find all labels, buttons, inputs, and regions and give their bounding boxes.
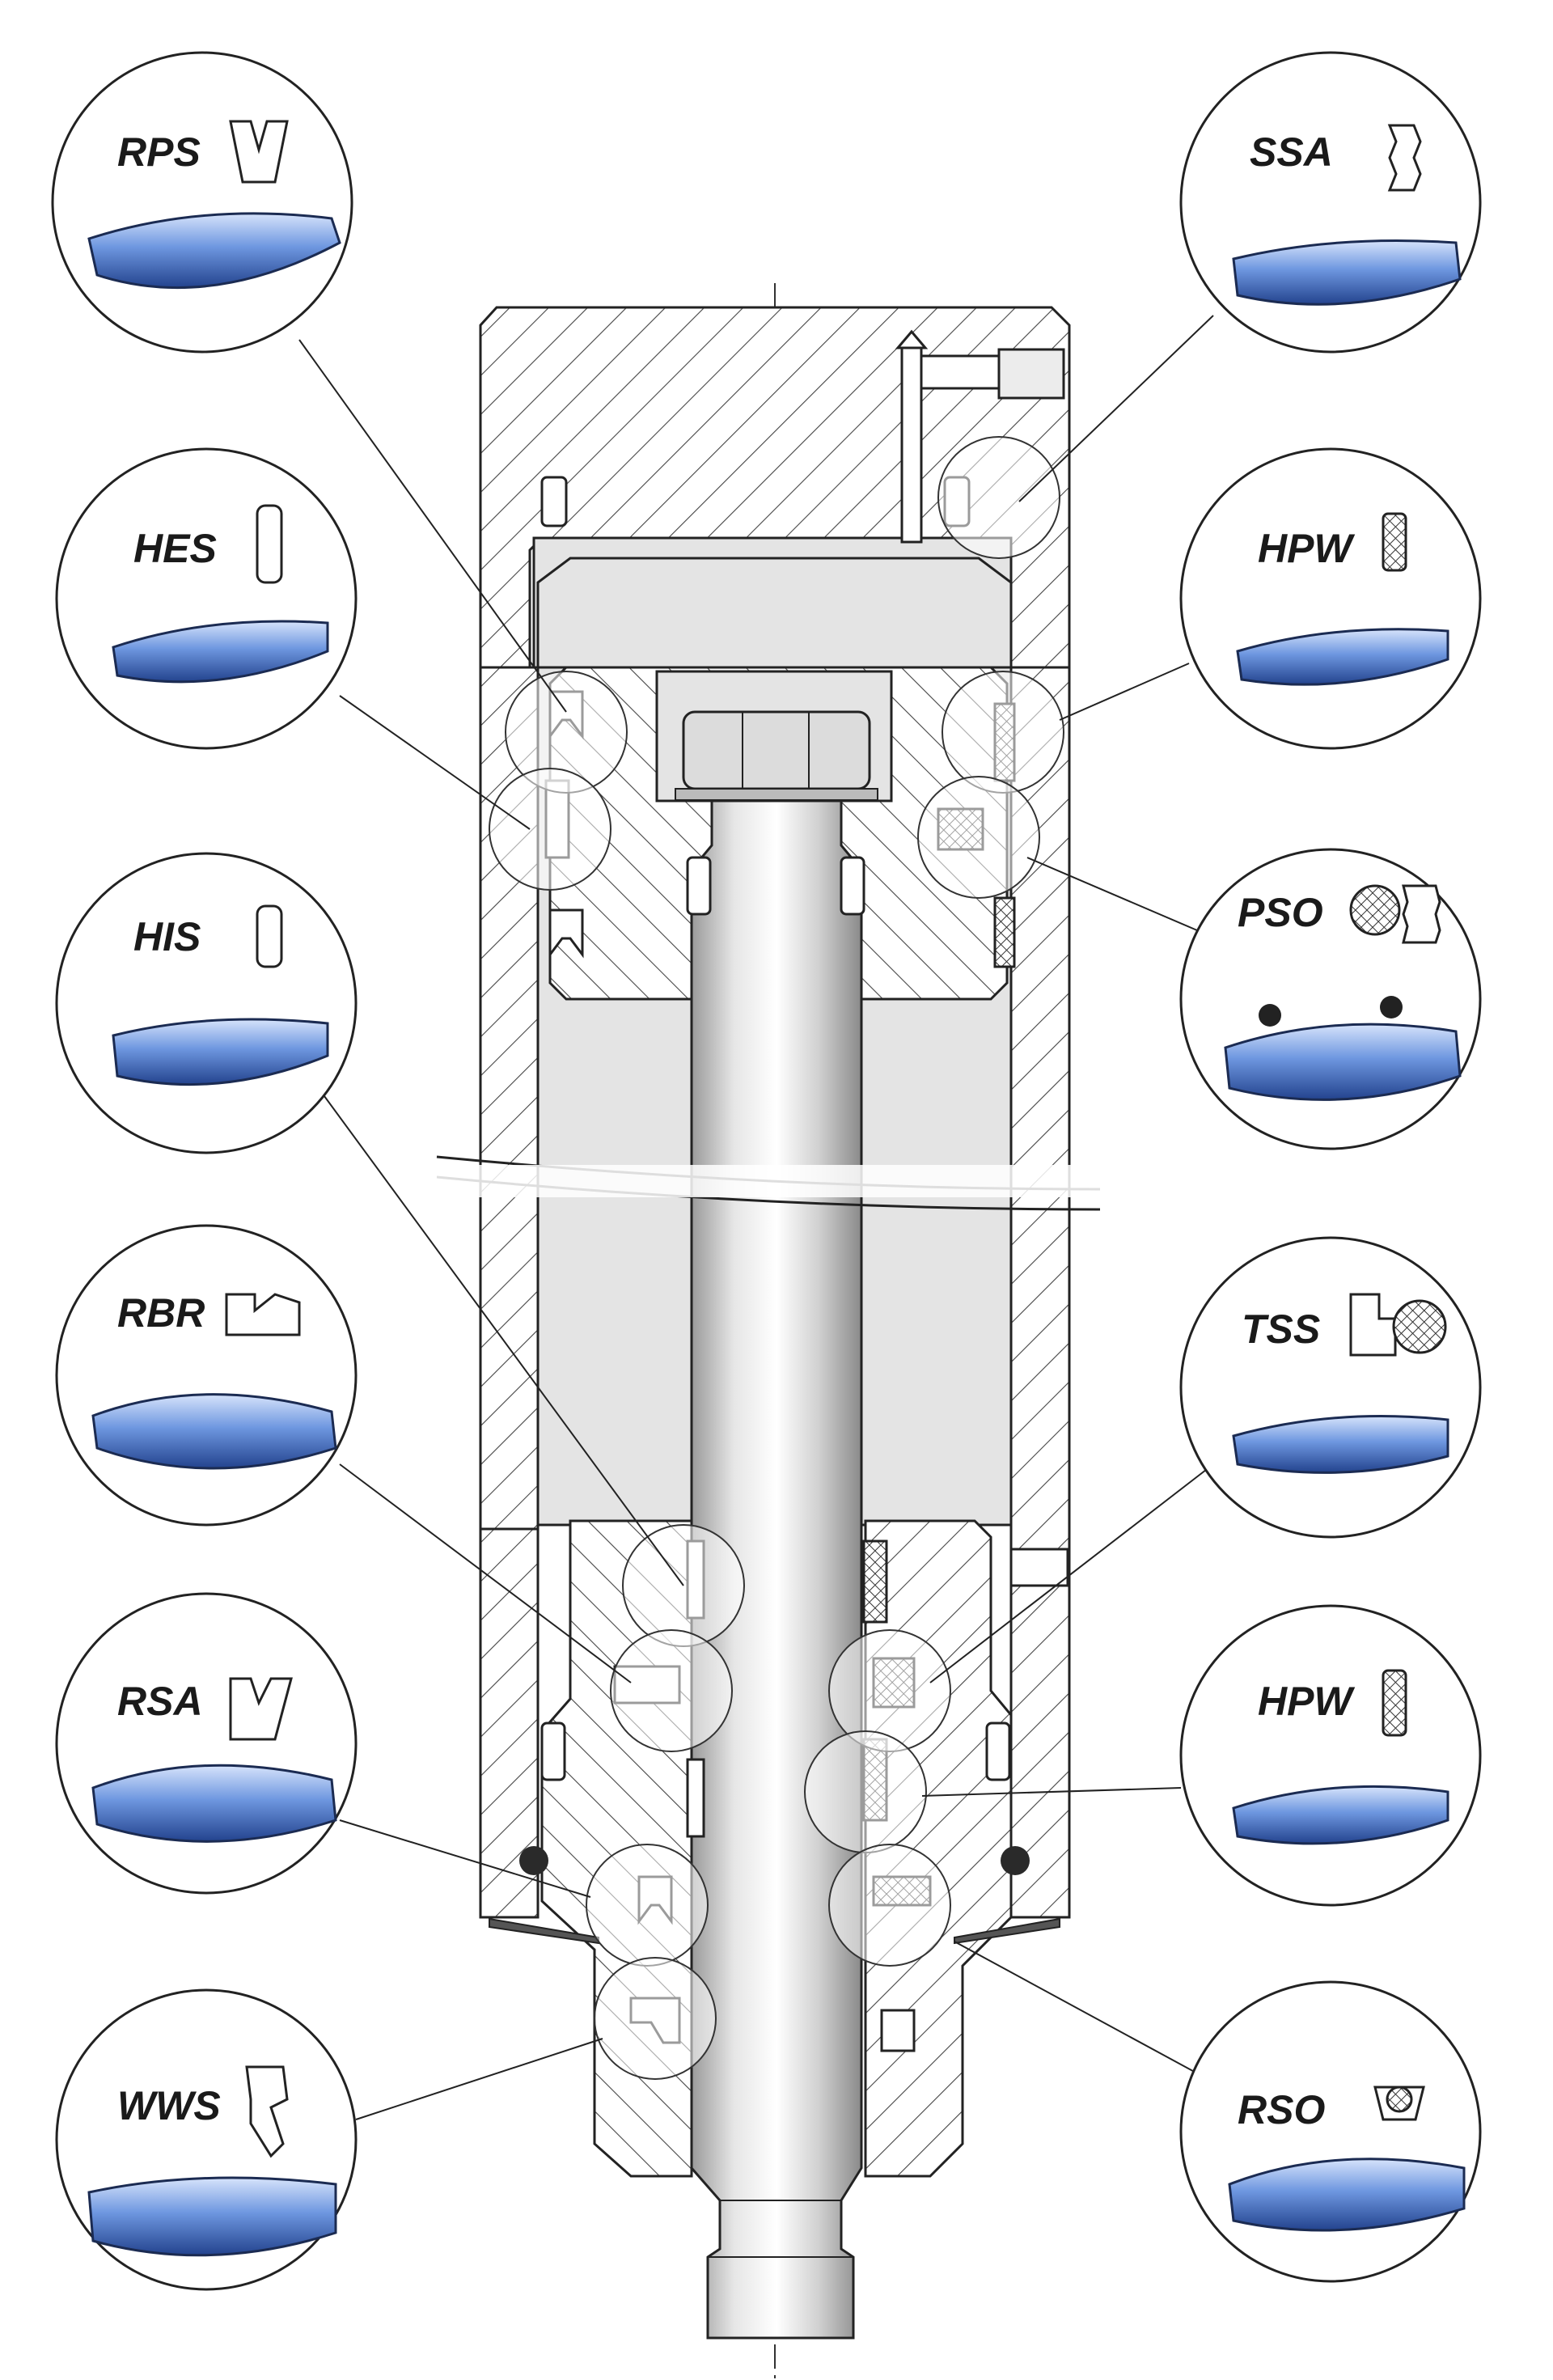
rsa-seal-ring-icon: [91, 1764, 337, 1843]
callout-pso: PSO: [1179, 848, 1482, 1150]
callout-his: HIS: [55, 852, 358, 1154]
callout-pso-label: PSO: [1238, 890, 1323, 935]
callout-rps: RPS: [51, 51, 353, 354]
hpw-lower-seal-ring-icon: [1232, 1785, 1449, 1845]
callout-rbr-label: RBR: [117, 1290, 205, 1336]
rso-seal-ring-icon: [1228, 2158, 1466, 2232]
ssa-seal-ring-icon: [1232, 239, 1462, 306]
detail-zoom-markers: [489, 436, 1064, 2080]
pso-seal-ring-icon: [1224, 1023, 1462, 1101]
callout-his-label: HIS: [133, 914, 201, 959]
hpw-upper-seal-ring-icon: [1236, 628, 1449, 686]
his-seal-ring-icon: [112, 1018, 329, 1086]
hes-seal-ring-icon: [112, 620, 329, 684]
hpw-upper-profile-icon: [1382, 512, 1407, 572]
wws-seal-ring-icon: [87, 2176, 337, 2257]
dust-plate-right: [954, 1917, 1060, 1945]
callout-ssa: SSA: [1179, 51, 1482, 354]
callout-rso: RSO: [1179, 1980, 1482, 2283]
hydraulic-port-bottom: [1009, 1548, 1069, 1587]
callout-hpw-upper-label: HPW: [1258, 526, 1355, 571]
callout-rso-label: RSO: [1238, 2087, 1325, 2132]
pso-o-ring-profile-icon: [1349, 884, 1401, 936]
leader-lines: [298, 315, 1238, 2120]
callout-hpw-upper: HPW: [1179, 447, 1482, 750]
hpw-lower-profile-icon: [1382, 1669, 1407, 1737]
pressure-chamber: [536, 557, 1013, 669]
wws-profile-icon: [245, 2065, 289, 2158]
callout-wws: WWS: [55, 1988, 358, 2291]
callout-rsa-label: RSA: [117, 1679, 203, 1724]
static-o-ring-left: [519, 1846, 548, 1875]
rps-profile-icon: [229, 120, 289, 184]
callout-hpw-lower: HPW: [1179, 1604, 1482, 1907]
barrel-wall-left-lower: [479, 1527, 540, 1919]
callout-hes-label: HES: [133, 526, 217, 571]
rbr-seal-ring-icon: [91, 1393, 337, 1470]
tss-o-ring-profile-icon: [1392, 1299, 1447, 1354]
rsa-profile-icon: [229, 1677, 293, 1741]
dust-plate-left: [489, 1917, 599, 1945]
pso-ring-profile-icon: [1402, 884, 1441, 944]
tss-seal-ring-icon: [1232, 1415, 1449, 1474]
callout-rps-label: RPS: [117, 129, 201, 175]
callout-rbr: RBR: [55, 1224, 358, 1527]
piston-nut: [675, 710, 878, 801]
callout-wws-label: WWS: [117, 2083, 221, 2128]
callout-tss: TSS: [1179, 1236, 1482, 1539]
cylinder-assembly: [421, 283, 1132, 2378]
hydraulic-port-top: [895, 329, 1065, 544]
static-o-ring-right: [1001, 1846, 1030, 1875]
rso-o-ring-profile-icon: [1386, 2086, 1413, 2113]
callout-rsa: RSA: [55, 1592, 358, 1895]
his-profile-icon: [256, 904, 283, 968]
rbr-profile-icon: [225, 1293, 301, 1336]
hes-profile-icon: [256, 504, 283, 584]
callout-ssa-label: SSA: [1250, 129, 1333, 175]
rps-seal-ring-icon: [87, 212, 341, 290]
callout-hpw-lower-label: HPW: [1258, 1679, 1355, 1724]
callout-hes: HES: [55, 447, 358, 750]
ssa-profile-icon: [1387, 124, 1422, 192]
callout-tss-label: TSS: [1242, 1306, 1320, 1352]
